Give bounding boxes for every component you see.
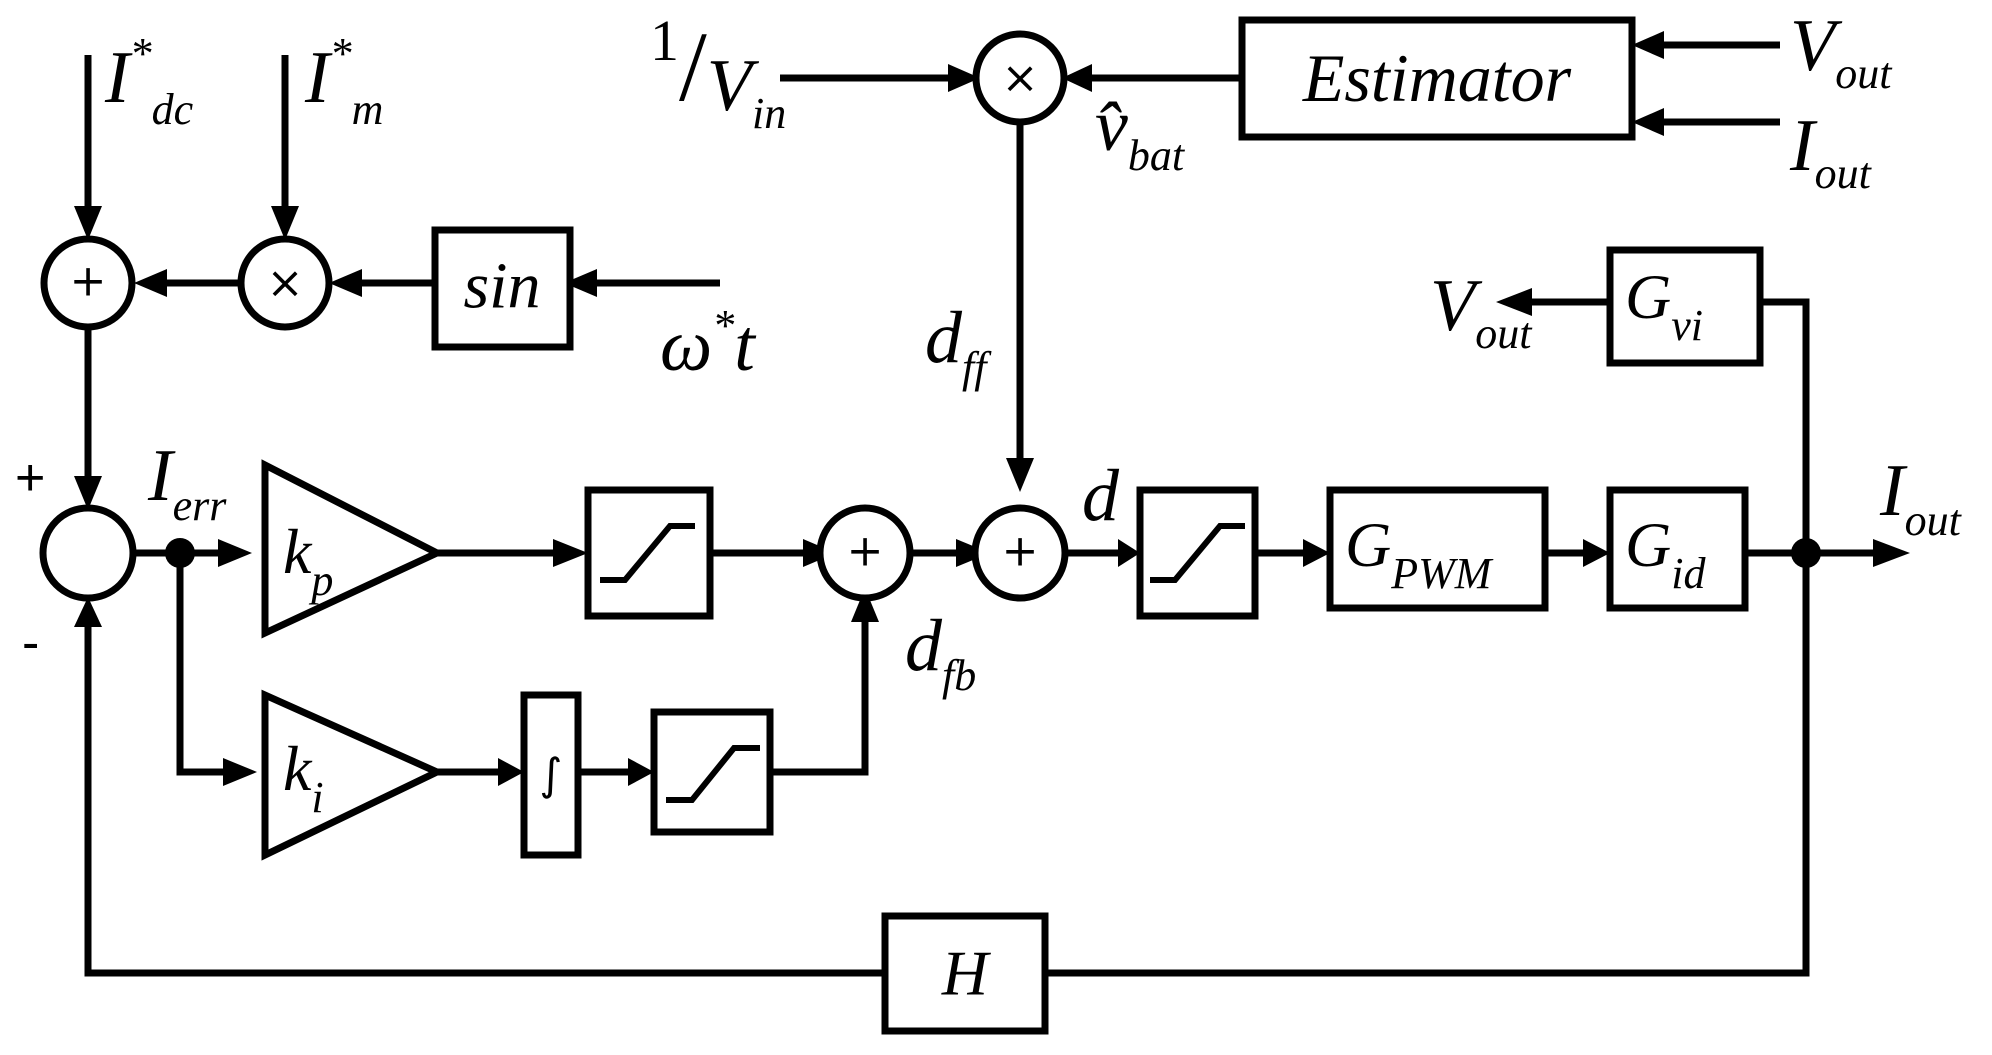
signal-inv-vin-label: 1/Vin — [650, 8, 786, 138]
arrow-ki — [223, 758, 257, 786]
sum-junction-feedback-sign: + — [847, 526, 884, 577]
signal-d-label: d — [1082, 455, 1120, 537]
gain-ki: ki — [261, 689, 446, 861]
branch-dot-ierr — [165, 538, 195, 568]
sin-block-label: sin — [463, 250, 540, 323]
arrow-dfb-up — [851, 588, 879, 622]
saturation-2-icon — [666, 745, 760, 803]
integrator-block: ∫ — [520, 691, 582, 859]
arrow-sin — [329, 269, 362, 297]
multiply-junction-ref: × — [237, 235, 333, 331]
gain-ki-label: ki — [283, 733, 324, 822]
signal-iout-label: Iout — [1879, 450, 1963, 545]
arrow-vout-in — [1632, 31, 1664, 59]
sum-junction-feedback: + — [816, 504, 914, 602]
saturation-block-1 — [584, 486, 714, 620]
arrow-inv-vin — [948, 64, 980, 92]
arrow-kp — [218, 539, 252, 567]
plus-sign: + — [15, 449, 45, 507]
sum-junction-ref: + — [40, 235, 136, 331]
sin-block: sin — [431, 226, 574, 351]
error-summing-junction — [39, 504, 137, 602]
line-h-out — [84, 625, 885, 977]
arrow-vbat — [1062, 64, 1092, 92]
arrow-feedback-up — [74, 597, 102, 627]
arrow-int — [498, 758, 524, 786]
signal-im-label: I*m — [304, 29, 383, 134]
arrow-mult-sum — [134, 269, 167, 297]
arrow-idc — [74, 206, 102, 240]
integrator-block-label: ∫ — [540, 750, 563, 801]
line-gvi-branch — [1760, 298, 1810, 553]
line-ki-branch — [176, 553, 225, 776]
signal-vout-in-label: Vout — [1790, 5, 1893, 98]
arrow-omega — [564, 269, 597, 297]
line-feedback — [1045, 553, 1810, 977]
estimator-block: Estimator — [1238, 16, 1636, 141]
multiply-junction-ff-sign: × — [1002, 53, 1039, 104]
g-pwm-block: GPWM — [1326, 486, 1549, 612]
signal-omega-label: ω*t — [660, 301, 757, 387]
saturation-1-icon — [600, 523, 695, 583]
gain-kp-label: kp — [283, 516, 333, 605]
arrow-im — [271, 206, 299, 240]
h-block-label: H — [941, 938, 992, 1009]
arrow-gid — [1583, 539, 1610, 567]
signal-iout-in-label: Iout — [1789, 105, 1873, 198]
gain-kp: kp — [261, 459, 445, 639]
arrow-vout-out — [1496, 288, 1532, 316]
arrow-ref-down — [74, 476, 102, 510]
arrow-iout-in — [1632, 108, 1664, 136]
signal-idc-label: I*dc — [104, 29, 194, 134]
sum-junction-duty: + — [971, 504, 1069, 602]
minus-sign: - — [22, 614, 39, 672]
g-vi-label: Gvi — [1625, 261, 1703, 350]
multiply-junction-ff: × — [972, 30, 1068, 126]
h-block: H — [881, 912, 1049, 1035]
saturation-3-icon — [1150, 523, 1245, 583]
arrow-sat1 — [553, 539, 588, 567]
branch-dot-iout — [1791, 538, 1821, 568]
g-id-label: Gid — [1625, 509, 1706, 598]
signal-dfb-label: dfb — [905, 605, 976, 700]
saturation-block-3 — [1136, 486, 1259, 620]
multiply-junction-ref-sign: × — [267, 258, 304, 309]
signal-lines — [84, 41, 1875, 977]
arrow-sat2 — [628, 758, 654, 786]
arrow-iout — [1873, 539, 1910, 567]
arrow-sat3 — [1118, 539, 1140, 567]
arrow-dff — [1006, 458, 1034, 492]
sum-junction-ref-sign: + — [70, 256, 107, 307]
sum-junction-duty-sign: + — [1002, 526, 1039, 577]
signal-dff-label: dff — [925, 297, 992, 392]
g-vi-block: Gvi — [1606, 246, 1764, 367]
g-pwm-label: GPWM — [1345, 509, 1494, 598]
line-sat2-out — [770, 620, 869, 776]
arrow-gpwm — [1303, 539, 1330, 567]
signal-ierr-label: Ierr — [147, 435, 227, 530]
estimator-block-label: Estimator — [1302, 40, 1572, 116]
signal-vbat-label: v̂bat — [1095, 85, 1186, 180]
signal-vout-label: Vout — [1430, 265, 1533, 358]
saturation-block-2 — [650, 708, 774, 836]
g-id-block: Gid — [1606, 486, 1749, 612]
